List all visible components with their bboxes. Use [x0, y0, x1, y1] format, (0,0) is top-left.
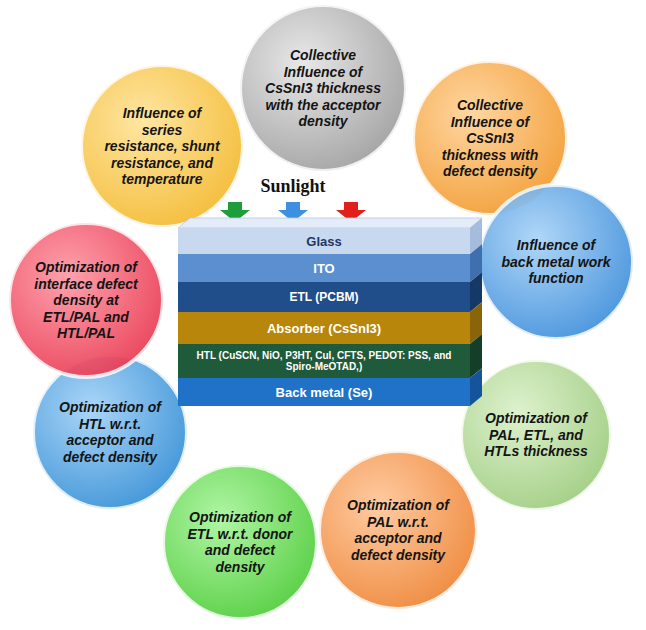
layer-text: Glass	[306, 234, 341, 249]
circle-text: Optimization of PAL w.r.t. acceptor and …	[341, 497, 454, 563]
device-layer: Back metal (Se)	[178, 378, 470, 406]
circle-text: Influence of series resistance, shunt re…	[104, 105, 220, 188]
stack-top-face	[178, 218, 482, 228]
circle-shape	[9, 223, 163, 377]
sunlight-label: Sunlight	[233, 176, 353, 197]
topic-circle: Optimization of PAL w.r.t. acceptor and …	[316, 448, 480, 612]
device-layer: Absorber (CsSnI3)	[178, 312, 470, 344]
topic-circle: Collective Influence of CsSnI3 thickness…	[237, 2, 409, 174]
circle-shape	[163, 465, 317, 619]
topic-circle: Optimization of ETL w.r.t. donor and def…	[160, 462, 320, 622]
topic-circle: Optimization of HTL w.r.t. acceptor and …	[30, 352, 190, 512]
device-layer: Glass	[178, 228, 470, 254]
device-layer: ETL (PCBM)	[178, 282, 470, 312]
circle-text: Influence of back metal work function	[501, 237, 611, 287]
circle-text: Optimization of ETL w.r.t. donor and def…	[185, 509, 295, 575]
circle-shape	[479, 185, 633, 339]
device-layer: HTL (CuSCN, NiO, P3HT, CuI, CFTS, PEDOT:…	[178, 344, 470, 378]
topic-circle: Influence of series resistance, shunt re…	[78, 62, 246, 230]
layer-text: Back metal (Se)	[276, 385, 373, 400]
circle-shape	[33, 355, 187, 509]
topic-circle: Optimization of interface defect density…	[6, 220, 166, 380]
layer-text: ETL (PCBM)	[289, 290, 358, 304]
circle-text: Optimization of PAL, ETL, and HTLs thick…	[482, 410, 590, 460]
topic-circle: Influence of back metal work function	[476, 182, 636, 342]
device-layer: ITO	[178, 254, 470, 282]
circle-shape	[240, 5, 406, 171]
circle-text: Optimization of HTL w.r.t. acceptor and …	[55, 399, 165, 465]
layer-text: ITO	[313, 261, 334, 276]
stack-side-face	[470, 368, 482, 406]
circle-text: Collective Influence of CsSnI3 thickness…	[264, 47, 383, 130]
circle-shape	[81, 65, 243, 227]
layer-text: HTL (CuSCN, NiO, P3HT, CuI, CFTS, PEDOT:…	[186, 350, 462, 372]
circle-shape	[461, 360, 611, 510]
circle-shape	[319, 451, 477, 609]
circle-text: Optimization of interface defect density…	[31, 259, 141, 342]
layer-text: Absorber (CsSnI3)	[267, 321, 381, 336]
circle-text: Collective Influence of CsSnI3 thickness…	[435, 97, 545, 180]
